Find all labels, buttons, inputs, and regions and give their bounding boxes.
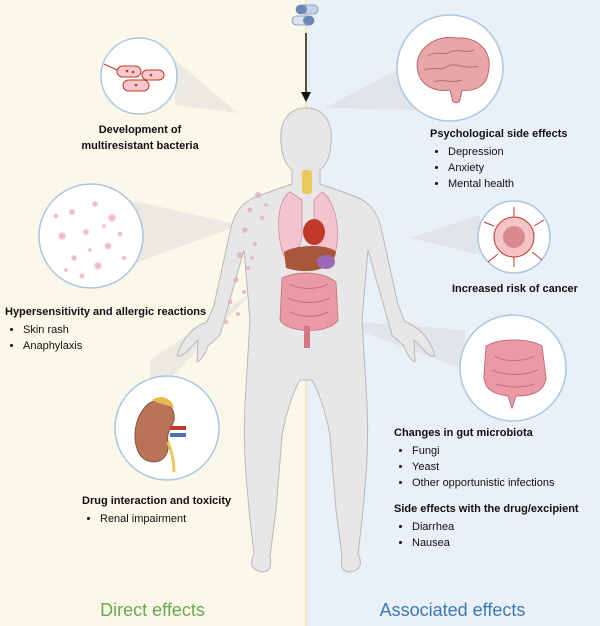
- psych-item: Mental health: [448, 176, 598, 192]
- cancer-title: Increased risk of cancer: [452, 283, 578, 295]
- psych-title: Psychological side effects: [430, 128, 568, 140]
- bacteria-label: Development of multiresistant bacteria: [80, 122, 200, 154]
- kidney-circle: [114, 375, 220, 481]
- gut-item: Fungi: [412, 443, 598, 459]
- gut-item: Yeast: [412, 459, 598, 475]
- arrow-down-icon: [301, 33, 311, 102]
- skin-rash: [223, 192, 268, 325]
- pills-icon: [291, 4, 319, 26]
- organs: [278, 170, 339, 348]
- bacteria-title-line2: multiresistant bacteria: [81, 140, 199, 152]
- bacteria-title-line1: Development of: [98, 124, 182, 136]
- excipient-title: Side effects with the drug/excipient: [394, 503, 579, 515]
- tumor-icon: [483, 207, 545, 267]
- kidney-icon: [134, 397, 186, 473]
- gut-label: Changes in gut microbiota Fungi Yeast Ot…: [394, 425, 598, 491]
- cancer-label: Increased risk of cancer: [452, 281, 598, 297]
- brain-circle: [396, 14, 504, 122]
- intestine-circle: [459, 314, 567, 422]
- rash-circle: [38, 183, 144, 289]
- brain-icon: [416, 36, 490, 104]
- psych-label: Psychological side effects Depression An…: [430, 126, 598, 192]
- intestine-icon: [483, 339, 547, 410]
- gut-title: Changes in gut microbiota: [394, 427, 533, 439]
- excipient-item: Diarrhea: [412, 519, 598, 535]
- allergy-title: Hypersensitivity and allergic reactions: [5, 306, 207, 318]
- bacteria-icon: [103, 63, 165, 92]
- psych-item: Anxiety: [448, 160, 598, 176]
- allergy-label: Hypersensitivity and allergic reactions …: [5, 304, 235, 354]
- drug-title: Drug interaction and toxicity: [82, 495, 232, 507]
- tumor-circle: [477, 200, 551, 274]
- drug-label: Drug interaction and toxicity Renal impa…: [82, 493, 262, 527]
- psych-item: Depression: [448, 144, 598, 160]
- drug-item: Renal impairment: [100, 511, 262, 527]
- gut-item: Other opportunistic infections: [412, 475, 598, 491]
- allergy-item: Skin rash: [23, 322, 235, 338]
- excipient-item: Nausea: [412, 535, 598, 551]
- allergy-item: Anaphylaxis: [23, 338, 235, 354]
- excipient-label: Side effects with the drug/excipient Dia…: [394, 501, 598, 551]
- footer-associated-effects: Associated effects: [379, 600, 526, 620]
- bacteria-circle: [100, 37, 178, 115]
- footer-direct-effects: Direct effects: [100, 600, 205, 620]
